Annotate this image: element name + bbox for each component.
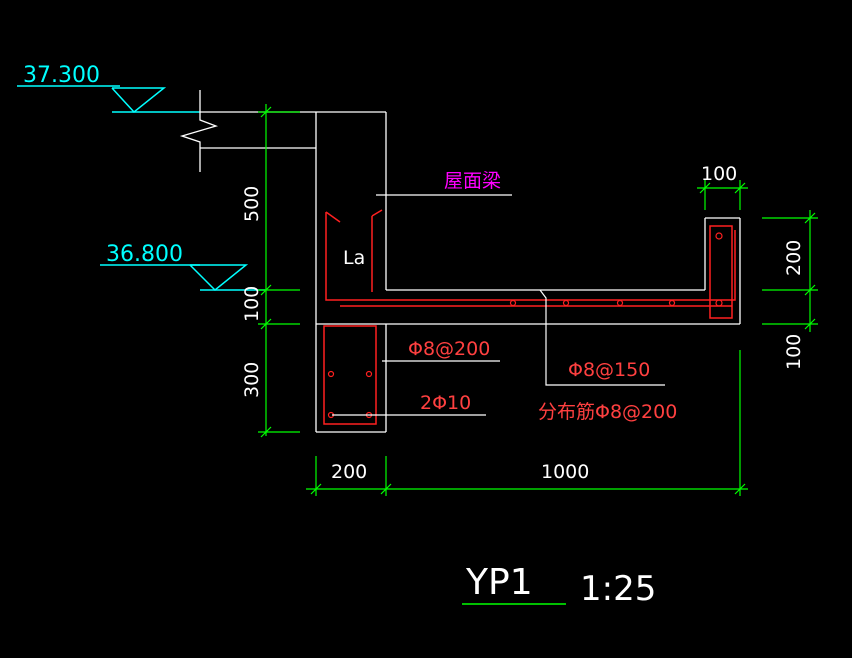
dim-upturn-width: 100 xyxy=(701,163,737,185)
roof-beam-label: 屋面梁 xyxy=(444,170,501,192)
dim-slab-thickness: 100 xyxy=(783,334,805,370)
dim-upturn-height: 200 xyxy=(783,240,805,276)
anchorage-bar-left xyxy=(325,212,736,301)
dim-span: 1000 xyxy=(541,461,589,483)
anchorage-label: La xyxy=(343,247,365,269)
elevation-marker-mid: 36.800 xyxy=(100,242,266,292)
rebar-dots xyxy=(327,232,723,419)
elevation-marker-top: 37.300 xyxy=(17,63,200,114)
dim-beam-lower: 300 xyxy=(241,362,263,398)
dim-beam-mid: 100 xyxy=(241,286,263,322)
elevation-mid-text: 36.800 xyxy=(106,242,183,267)
drawing-title: YP1 1:25 xyxy=(462,562,656,609)
elevation-top-text: 37.300 xyxy=(23,63,100,88)
stirrup-label: Φ8@200 xyxy=(408,338,490,360)
break-line xyxy=(179,90,219,172)
title-text: YP1 xyxy=(465,562,533,603)
scale-text: 1:25 xyxy=(580,569,656,609)
dim-beam-upper: 500 xyxy=(241,186,263,222)
dim-beam-width: 200 xyxy=(331,461,367,483)
slab-bar-label: Φ8@150 xyxy=(568,359,650,381)
concrete-outline xyxy=(200,111,741,433)
distribution-bar-label: 分布筋Φ8@200 xyxy=(538,401,677,423)
leader-lines xyxy=(332,194,665,416)
beam-stirrup xyxy=(323,325,377,425)
rebar xyxy=(323,209,736,425)
dimension-lines xyxy=(258,104,818,496)
bottom-bar-label: 2Φ10 xyxy=(420,392,471,414)
upturn-stirrup xyxy=(709,225,733,319)
